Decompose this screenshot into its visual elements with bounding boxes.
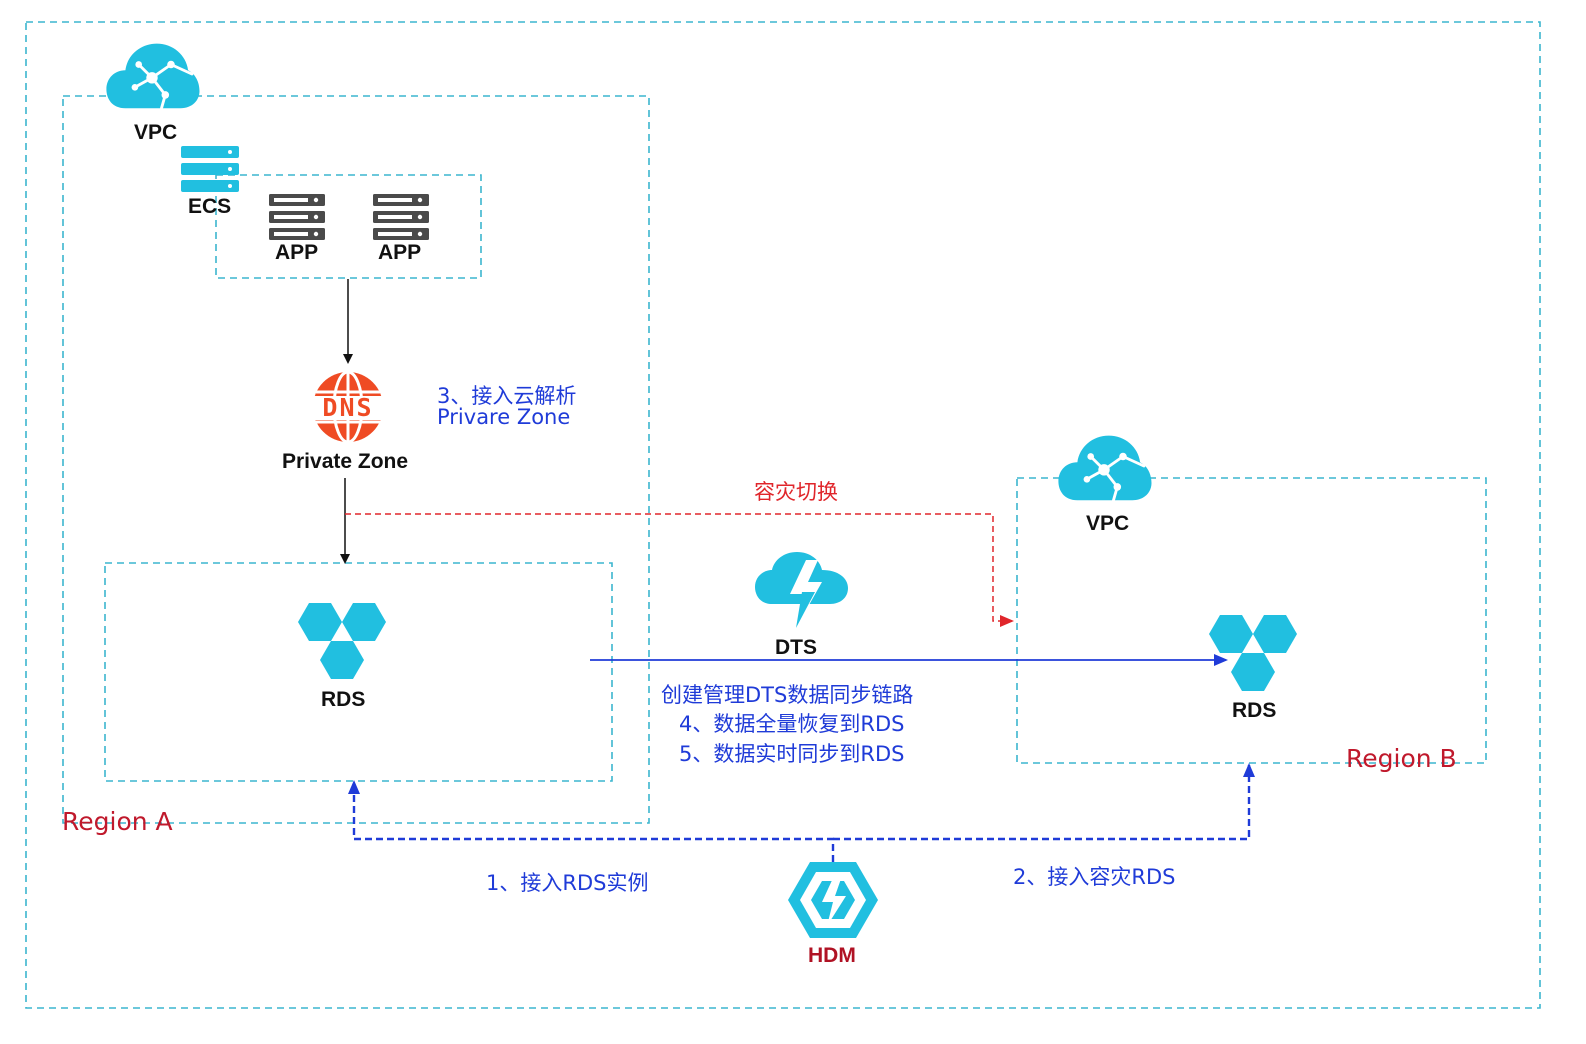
ecs-label: ECS <box>188 195 232 218</box>
private-zone-label: Private Zone <box>282 450 409 473</box>
hdm-note-left: 1、接入RDS实例 <box>486 871 649 895</box>
dns-note-line1: 3、接入云解析 <box>437 384 577 408</box>
dns-icon-text: DNS <box>322 393 373 422</box>
rds-a-label: RDS <box>321 688 366 711</box>
server-rack-icon <box>373 194 429 240</box>
dts-note-3: 5、数据实时同步到RDS <box>679 742 905 766</box>
rds-a-box <box>104 562 613 782</box>
app-label-1: APP <box>275 241 319 264</box>
hdm-to-rds-a-arrow <box>348 780 835 862</box>
outer-border <box>25 21 1541 1009</box>
rds-b-label: RDS <box>1232 699 1277 722</box>
dts-note-2: 4、数据全量恢复到RDS <box>679 712 905 736</box>
hdm-hexagon-icon <box>788 862 878 938</box>
dns-note-line2: Privare Zone <box>437 405 571 429</box>
dts-label: DTS <box>775 636 817 659</box>
vpc-a-box <box>62 95 650 824</box>
hdm-note-right: 2、接入容灾RDS <box>1013 865 1176 889</box>
cloud-network-icon <box>1056 434 1152 502</box>
hdm-label: HDM <box>808 944 856 967</box>
failover-arrow <box>345 513 1014 627</box>
vpc-a-label: VPC <box>134 121 178 144</box>
container-boxes <box>25 21 1541 1009</box>
server-stack-icon <box>181 146 239 192</box>
vpc-b-label: VPC <box>1086 512 1130 535</box>
rds-hexagon-icon <box>1209 615 1297 691</box>
region-a-label: Region A <box>62 807 173 836</box>
server-rack-icon <box>269 194 325 240</box>
dns-globe-icon: DNS <box>310 370 386 444</box>
cloud-bolt-icon <box>755 552 848 628</box>
cloud-network-icon <box>104 42 200 110</box>
rds-hexagon-icon <box>298 603 386 679</box>
failover-label: 容灾切换 <box>754 480 838 504</box>
region-b-label: Region B <box>1346 744 1457 773</box>
app-label-2: APP <box>378 241 422 264</box>
dts-note-1: 创建管理DTS数据同步链路 <box>661 683 914 707</box>
hdm-to-rds-b-arrow <box>833 763 1255 841</box>
ecs-box <box>215 174 482 279</box>
